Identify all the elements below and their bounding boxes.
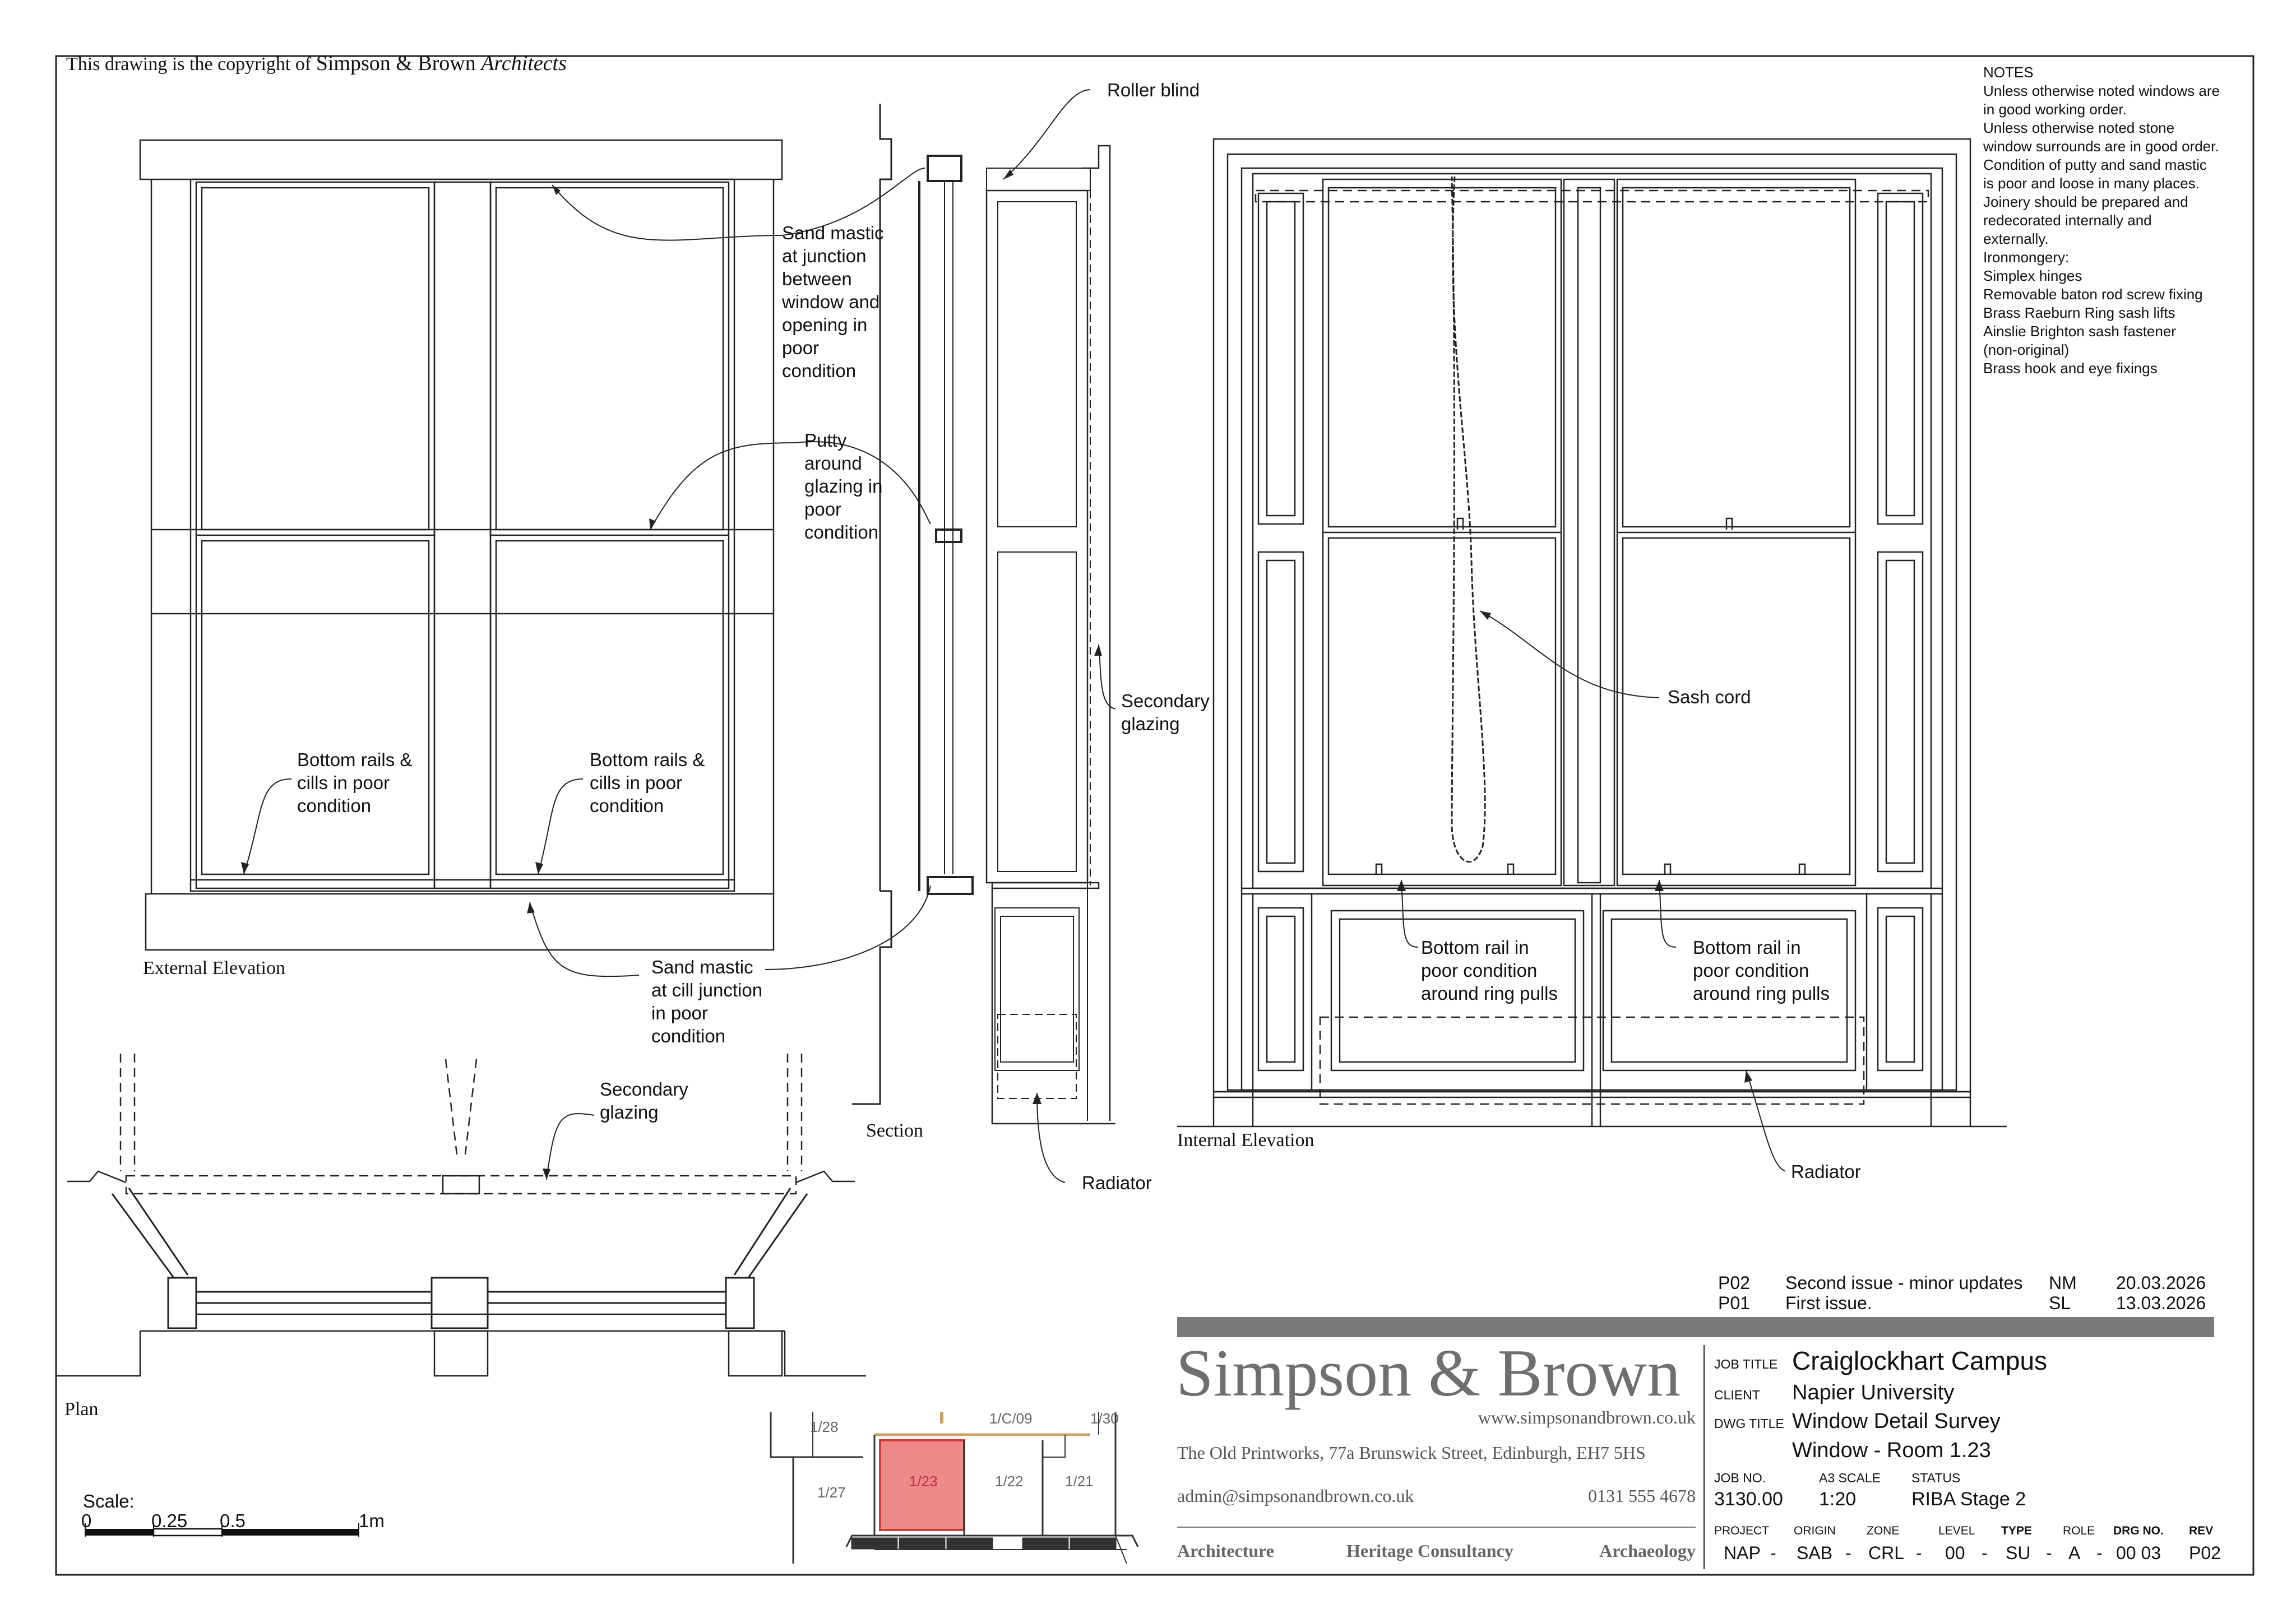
annotation-radiator-section: Radiator [1082,1172,1152,1193]
svg-text:0.25: 0.25 [151,1510,187,1531]
annotations: Roller blind Sand mastic at junction bet… [297,80,1861,1193]
svg-text:Craiglockhart Campus: Craiglockhart Campus [1792,1346,2047,1375]
svg-text:0: 0 [81,1510,91,1531]
svg-text:Window - Room 1.23: Window - Room 1.23 [1792,1439,1991,1462]
svg-text:1m: 1m [359,1510,385,1531]
svg-text:admin@simpsonandbrown.co.uk: admin@simpsonandbrown.co.uk [1177,1486,1414,1506]
svg-text:JOB TITLE: JOB TITLE [1714,1357,1777,1371]
annotation-secondary-glazing-section: Secondary glazing [1121,690,1215,734]
svg-text:Napier University: Napier University [1792,1381,1954,1404]
svg-text:REV: REV [2189,1524,2213,1537]
copyright-note: This drawing is the copyright of Simpson… [66,52,567,75]
external-elevation [139,139,783,951]
svg-text:PROJECT: PROJECT [1714,1524,1769,1537]
svg-text:SU: SU [2006,1543,2030,1563]
annotation-bottom-rail-left: Bottom rail in poor condition around rin… [1421,937,1558,1004]
svg-text:1/C/09: 1/C/09 [989,1410,1033,1427]
svg-text:Scale:: Scale: [83,1491,135,1511]
svg-text:20.03.2026: 20.03.2026 [2116,1273,2206,1293]
svg-text:-: - [2046,1543,2052,1563]
svg-text:0.5: 0.5 [220,1510,246,1531]
svg-text:JOB NO.: JOB NO. [1714,1471,1766,1485]
svg-text:ZONE: ZONE [1867,1524,1899,1537]
section-drawing [852,104,1115,1125]
annotation-putty: Putty around glazing in poor condition [804,430,888,542]
annotation-roller-blind: Roller blind [1107,80,1200,100]
title-block: Simpson & Brown www.simpsonandbrown.co.u… [1176,1317,2221,1569]
section-title: Section [866,1120,923,1141]
svg-text:www.simpsonandbrown.co.uk: www.simpsonandbrown.co.uk [1478,1407,1696,1427]
svg-text:First issue.: First issue. [1785,1293,1872,1313]
revision-table: P02 Second issue - minor updates NM 20.0… [1718,1273,2206,1313]
svg-text:1:20: 1:20 [1819,1488,1856,1510]
annotation-bottom-rail-right: Bottom rail in poor condition around rin… [1693,937,1830,1004]
svg-text:00: 00 [1945,1543,1965,1563]
internal-elevation-title: Internal Elevation [1177,1130,1314,1151]
svg-text:P02: P02 [1718,1273,1750,1293]
svg-text:-: - [1982,1543,1988,1563]
leader-arrowheads [241,169,1752,1180]
plan-drawing [56,1054,866,1377]
sheet-border [55,55,2255,1576]
svg-text:A3 SCALE: A3 SCALE [1819,1471,1881,1485]
svg-text:00 03: 00 03 [2116,1543,2161,1563]
svg-text:1/30: 1/30 [1090,1410,1119,1427]
svg-text:DWG TITLE: DWG TITLE [1714,1416,1784,1431]
svg-text:STATUS: STATUS [1911,1471,1960,1485]
plan-title: Plan [64,1399,98,1420]
scale-bar: Scale: 0 0.25 0.5 1m [81,1491,385,1537]
svg-text:P02: P02 [2189,1543,2221,1563]
svg-text:Heritage Consultancy: Heritage Consultancy [1346,1541,1513,1561]
firm-logo-text: Simpson & Brown [1176,1336,1681,1410]
svg-text:TYPE: TYPE [2001,1524,2032,1537]
svg-text:CRL: CRL [1868,1543,1904,1563]
title-bar [1177,1317,2214,1337]
svg-text:The Old Printworks, 77a Brunsw: The Old Printworks, 77a Brunswick Street… [1177,1443,1646,1463]
key-plan [770,1412,1139,1564]
svg-text:NAP: NAP [1724,1543,1761,1563]
leader-lines [243,89,1786,1183]
annotation-sand-mastic-junction: Sand mastic at junction between window a… [781,222,889,381]
svg-text:ROLE: ROLE [2063,1524,2095,1537]
annotation-secondary-glazing-plan: Secondary glazing [600,1079,693,1123]
annotation-sash-cord: Sash cord [1668,687,1751,707]
svg-text:SAB: SAB [1797,1543,1832,1563]
svg-text:LEVEL: LEVEL [1938,1524,1975,1537]
key-plan-labels: 1/28 1/C/09 1/30 1/27 1/23 1/22 1/21 [810,1410,1119,1501]
svg-text:3130.00: 3130.00 [1714,1488,1783,1510]
annotation-radiator-internal: Radiator [1791,1161,1861,1182]
svg-text:-: - [2096,1543,2103,1563]
svg-text:-: - [1916,1543,1922,1563]
annotation-sand-mastic-cill: Sand mastic at cill junction in poor con… [651,957,767,1046]
svg-text:-: - [1845,1543,1851,1563]
svg-text:Window Detail Survey: Window Detail Survey [1792,1409,2001,1433]
svg-text:1/21: 1/21 [1065,1473,1094,1490]
annotation-bottom-rails-left: Bottom rails & cills in poor condition [297,749,418,816]
internal-elevation [1177,138,2007,1128]
svg-text:1/27: 1/27 [817,1484,846,1501]
svg-text:1/22: 1/22 [995,1473,1024,1490]
svg-text:Architecture: Architecture [1177,1541,1274,1561]
svg-text:DRG NO.: DRG NO. [2113,1524,2164,1537]
annotation-bottom-rails-right: Bottom rails & cills in poor condition [590,749,710,816]
svg-text:A: A [2068,1543,2081,1563]
svg-text:13.03.2026: 13.03.2026 [2116,1293,2206,1313]
svg-text:NM: NM [2049,1273,2077,1293]
svg-text:CLIENT: CLIENT [1714,1388,1760,1402]
svg-text:1/28: 1/28 [810,1418,839,1435]
external-elevation-title: External Elevation [143,958,285,979]
notes-block: NOTES Unless otherwise noted windows are… [1983,64,2224,377]
svg-text:P01: P01 [1718,1293,1750,1313]
svg-text:RIBA Stage 2: RIBA Stage 2 [1911,1488,2026,1510]
svg-text:1/23: 1/23 [909,1473,938,1490]
svg-text:-: - [1770,1543,1776,1563]
svg-text:SL: SL [2049,1293,2071,1313]
svg-text:0131 555 4678: 0131 555 4678 [1588,1486,1696,1506]
svg-text:Archaeology: Archaeology [1599,1541,1696,1561]
svg-text:ORIGIN: ORIGIN [1794,1524,1836,1537]
svg-text:Second issue - minor updates: Second issue - minor updates [1785,1273,2022,1293]
